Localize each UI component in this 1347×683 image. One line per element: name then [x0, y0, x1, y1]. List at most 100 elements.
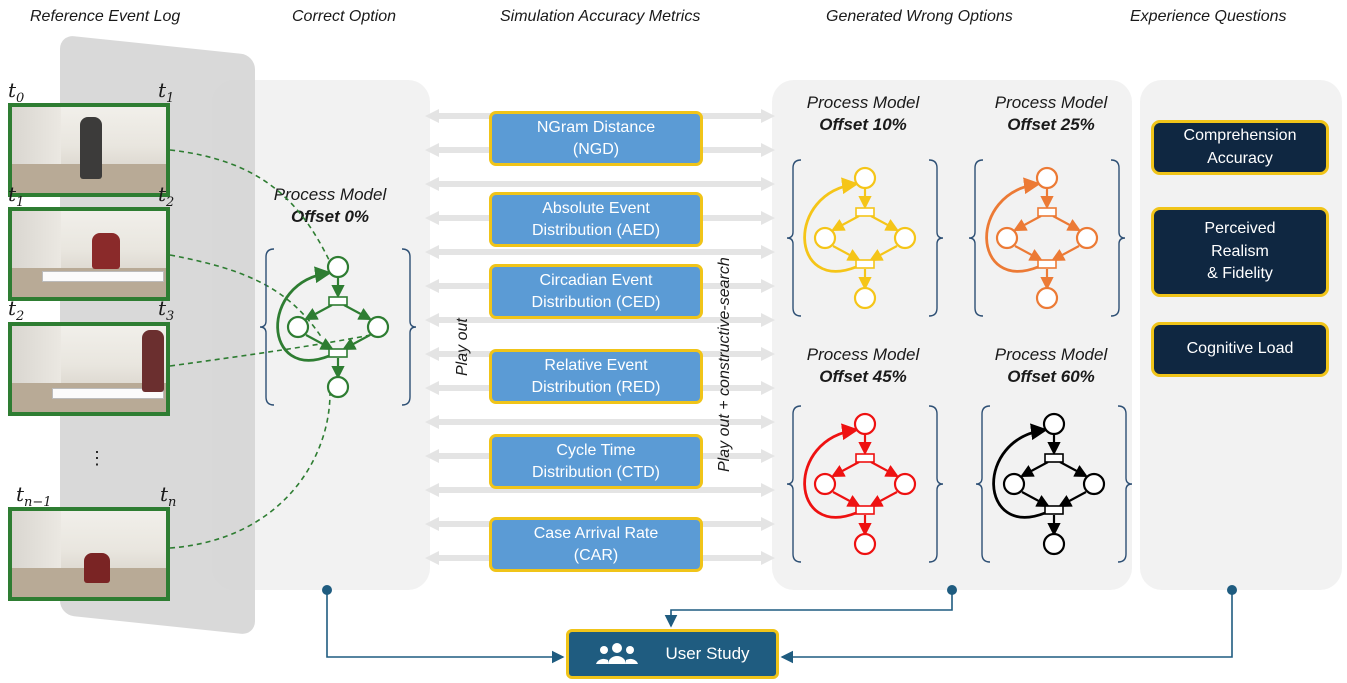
petri-net-4 — [975, 405, 1133, 563]
event-log-frame — [8, 207, 170, 301]
time-label: t3 — [158, 296, 175, 324]
place — [853, 286, 877, 310]
time-label: tn — [160, 482, 177, 510]
arc — [342, 334, 371, 351]
time-label: t0 — [8, 78, 25, 106]
place — [893, 472, 917, 496]
right-brace — [928, 405, 944, 563]
arc — [870, 461, 899, 478]
transition — [1037, 259, 1057, 269]
question-cognitive-load: Cognitive Load — [1151, 322, 1329, 377]
arc — [343, 304, 372, 321]
arc — [1013, 215, 1042, 232]
place — [1035, 166, 1059, 190]
event-log-frame — [8, 322, 170, 416]
arc — [1051, 245, 1080, 262]
right-brace — [928, 159, 944, 317]
arc — [1021, 491, 1050, 508]
arc — [1052, 215, 1081, 232]
users-icon — [596, 643, 639, 664]
transition — [855, 259, 875, 269]
left-brace — [975, 405, 991, 563]
arc — [832, 491, 861, 508]
loop-arc — [803, 423, 859, 519]
event-link — [169, 254, 323, 339]
event-link — [169, 149, 331, 263]
place — [1042, 532, 1066, 556]
place — [813, 226, 837, 250]
event-log-frame — [8, 103, 170, 197]
time-label: tn−1 — [16, 482, 52, 510]
place — [1075, 226, 1099, 250]
connector-line — [780, 590, 1233, 664]
arc — [1020, 461, 1049, 478]
arc — [870, 215, 899, 232]
petri-net-0 — [259, 248, 417, 406]
arc — [831, 461, 860, 478]
connector-line — [326, 590, 565, 664]
right-brace — [401, 248, 417, 406]
place — [1082, 472, 1106, 496]
user-study-label: User Study — [665, 644, 750, 663]
ellipsis: ⋮ — [88, 448, 106, 468]
place — [326, 255, 350, 279]
user-study-box: User Study — [566, 629, 779, 679]
loop-arc — [985, 177, 1041, 273]
transition — [855, 505, 875, 515]
header-reference-event-log: Reference Event Log — [30, 8, 181, 25]
left-brace — [786, 159, 802, 317]
place — [366, 315, 390, 339]
place — [853, 412, 877, 436]
left-brace — [259, 248, 275, 406]
metric-ngd: NGram Distance(NGD) — [489, 111, 703, 166]
transition — [855, 453, 875, 463]
loop-arc — [276, 266, 332, 362]
metric-car: Case Arrival Rate(CAR) — [489, 517, 703, 572]
arc — [869, 245, 898, 262]
petri-net-1 — [786, 159, 944, 317]
loop-arc — [803, 177, 859, 273]
connector-line — [664, 590, 953, 628]
arc — [304, 304, 333, 321]
left-brace — [968, 159, 984, 317]
time-label: t2 — [158, 182, 175, 210]
right-brace — [1110, 159, 1126, 317]
place — [995, 226, 1019, 250]
transition — [1044, 453, 1064, 463]
transition — [855, 207, 875, 217]
event-link — [169, 392, 331, 549]
petri-net-3 — [786, 405, 944, 563]
place — [286, 315, 310, 339]
loop-arc — [992, 423, 1048, 519]
place — [326, 375, 350, 399]
arc — [1059, 461, 1088, 478]
transition — [1044, 505, 1064, 515]
petri-net-2 — [968, 159, 1126, 317]
arc — [1058, 491, 1087, 508]
right-brace — [1117, 405, 1133, 563]
arc — [832, 245, 861, 262]
time-label: t1 — [8, 182, 25, 210]
header-generated-wrong-options: Generated Wrong Options — [826, 8, 1013, 25]
question-comprehension-accuracy: Comprehension Accuracy — [1151, 120, 1329, 175]
place — [1002, 472, 1026, 496]
transition — [1037, 207, 1057, 217]
arc — [869, 491, 898, 508]
arc — [1014, 245, 1043, 262]
transition — [328, 348, 348, 358]
header-correct-option: Correct Option — [292, 8, 397, 25]
event-link — [169, 333, 377, 367]
time-label: t2 — [8, 296, 25, 324]
place — [1042, 412, 1066, 436]
arc — [305, 334, 334, 351]
